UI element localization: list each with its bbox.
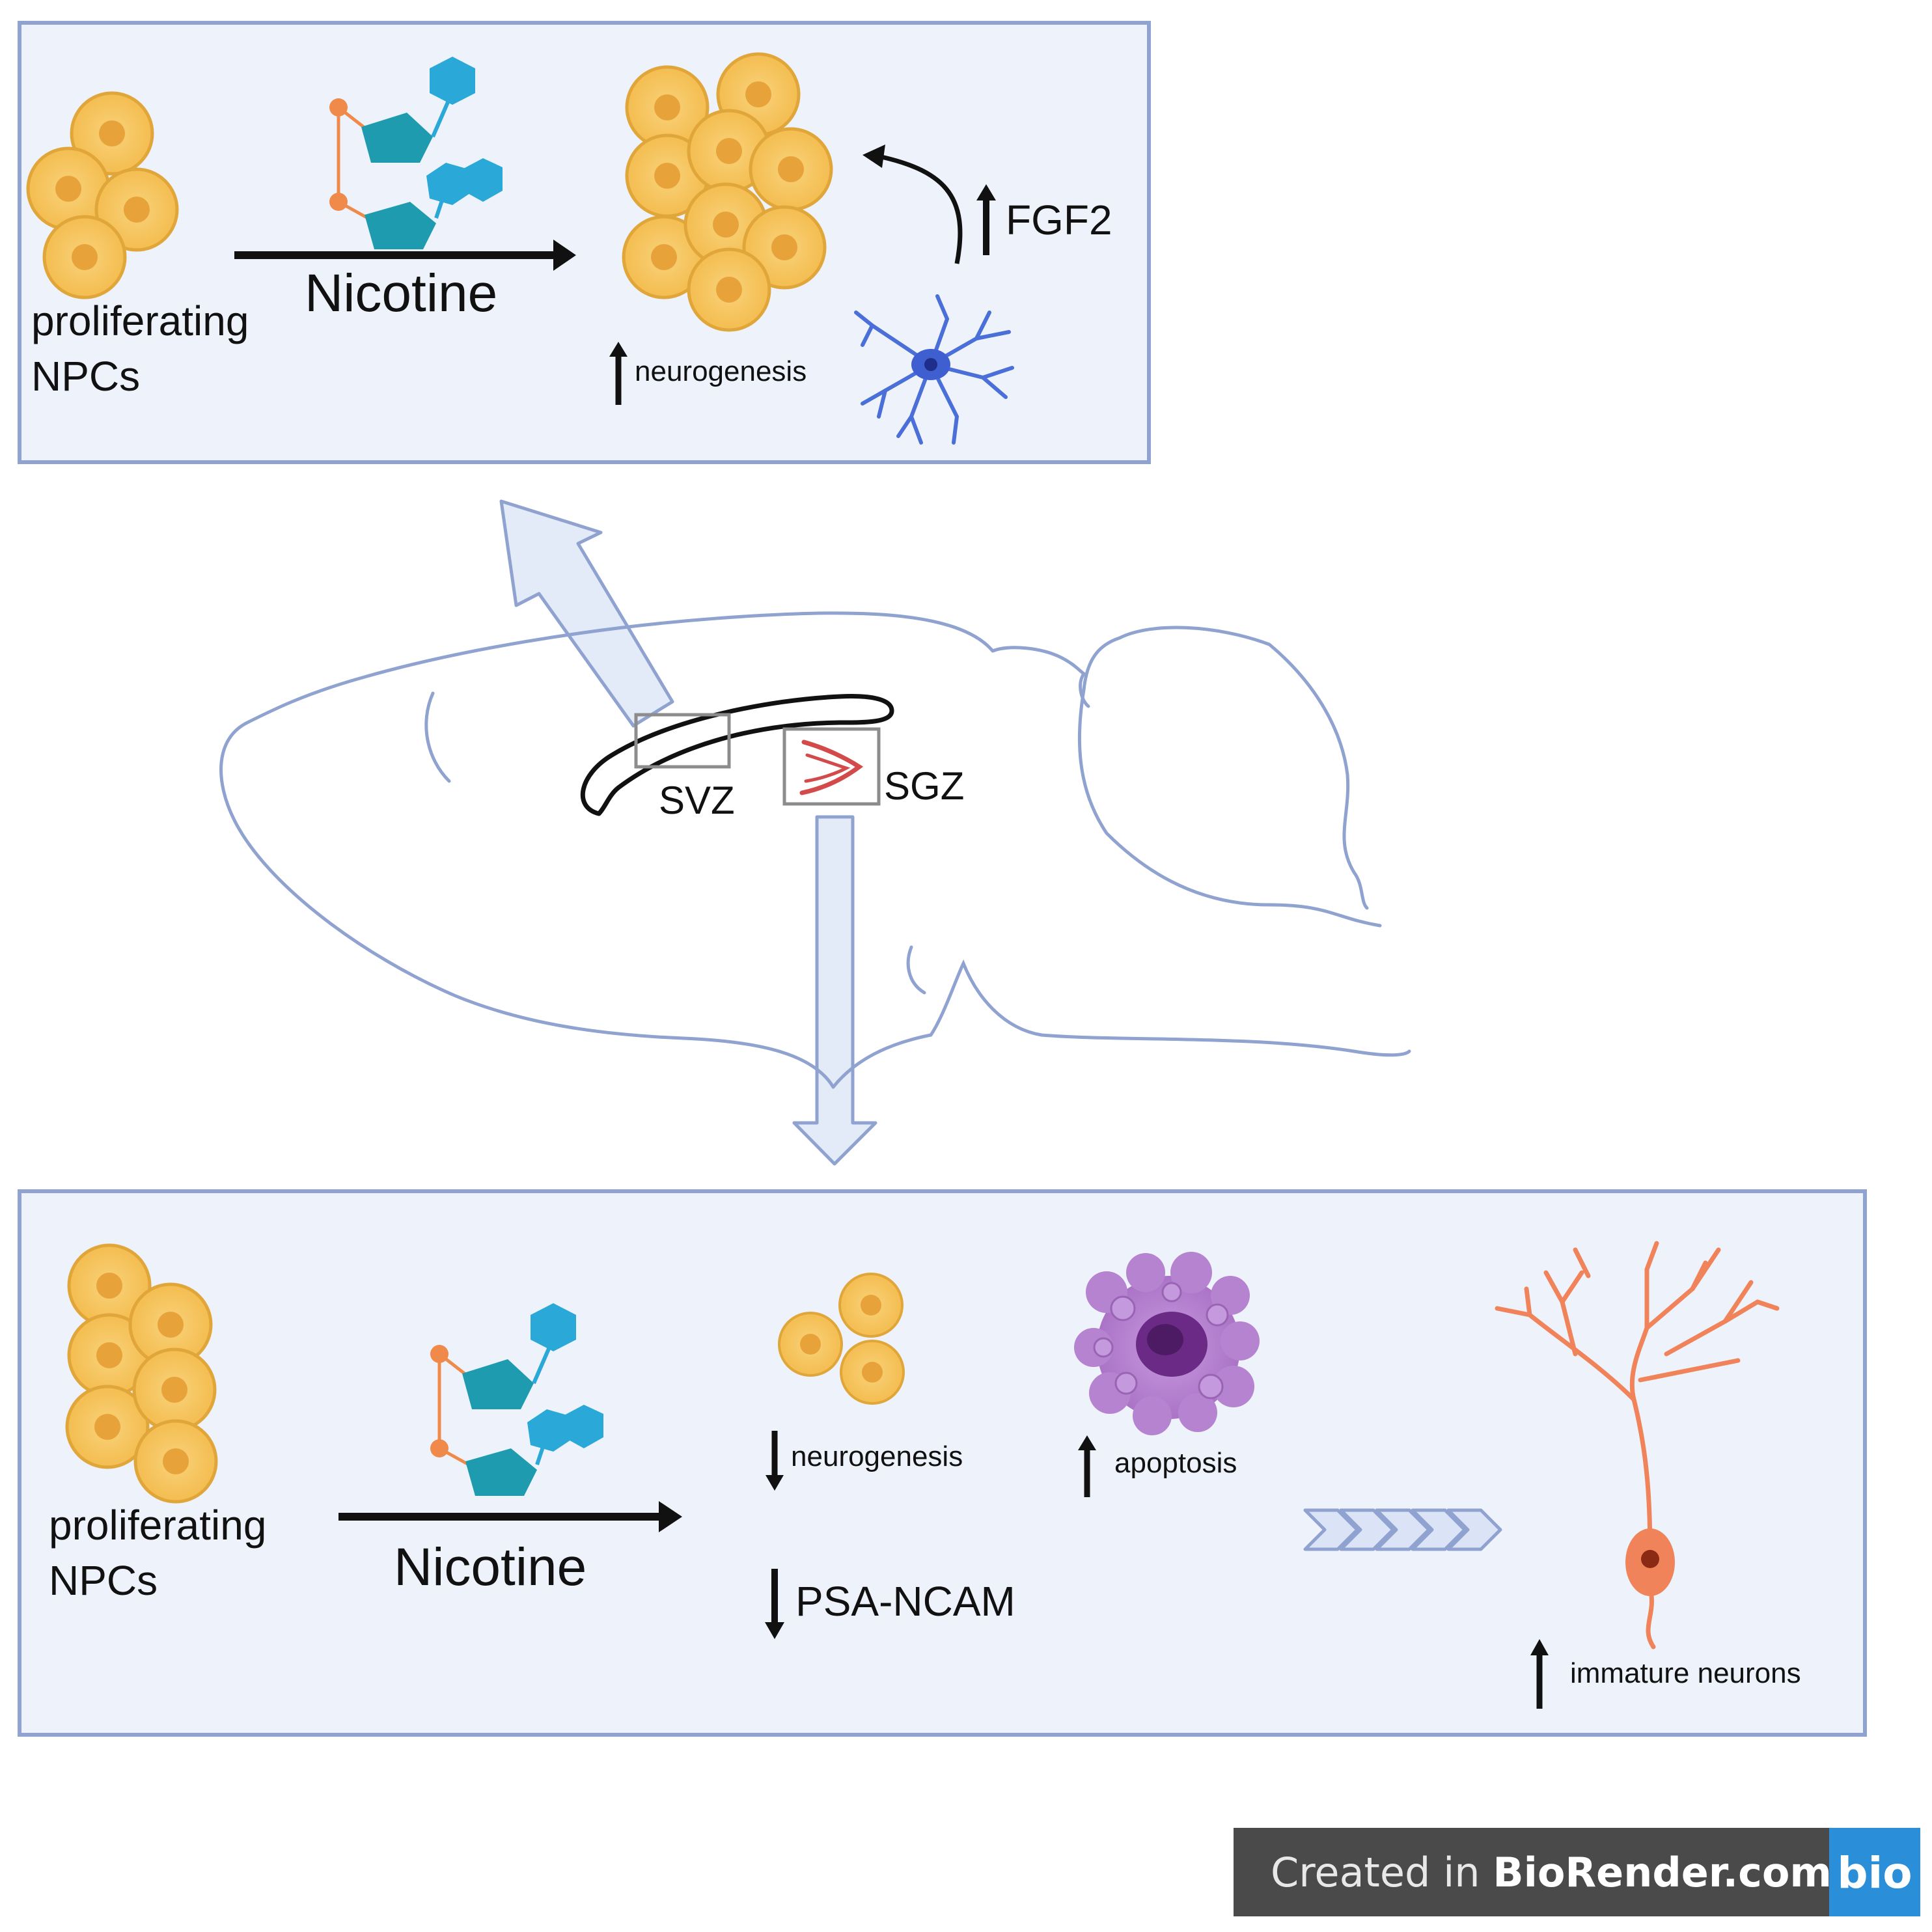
svz-region-box	[634, 713, 731, 769]
bottom-drug-label: Nicotine	[394, 1538, 586, 1597]
fgf2-up-arrow	[976, 184, 996, 255]
apoptosis-up-arrow	[1078, 1435, 1096, 1497]
psa-ncam-label: PSA-NCAM	[795, 1578, 1015, 1625]
svg-text:Created in BioRender.com: Created in BioRender.com	[1271, 1849, 1832, 1896]
growth-factor-label: FGF2	[1006, 197, 1112, 243]
brain-outline	[219, 611, 1411, 1089]
badge-background	[1234, 1828, 1832, 1916]
badge-logo-box	[1829, 1828, 1920, 1916]
sgz-region-box	[782, 727, 881, 806]
bottom-cells-label-line1: proliferating	[49, 1502, 266, 1549]
lateral-ventricle	[580, 694, 894, 816]
bottom-panel-frame	[18, 1189, 1867, 1737]
apoptosis-label: apoptosis	[1114, 1447, 1237, 1479]
apoptotic-cell-icon	[1074, 1252, 1260, 1435]
bottom-panel: proliferating NPCs Nicotine neurogenesis	[18, 1189, 1867, 1737]
top-panel: proliferating NPCs Nicotine neurogenesis	[18, 21, 1151, 464]
immature-neurons-up-arrow	[1530, 1639, 1549, 1709]
top-treatment-arrow	[234, 240, 576, 271]
top-cells-label-line1: proliferating	[31, 297, 249, 344]
psa-down-arrow	[765, 1569, 784, 1639]
badge-prefix: Created in	[1271, 1849, 1493, 1896]
bottom-cells-label-line2: NPCs	[49, 1557, 158, 1604]
down-connector-arrow	[792, 815, 877, 1166]
badge-logo: bio	[1837, 1848, 1912, 1898]
sgz-label: SGZ	[884, 764, 964, 808]
neurogenesis-down-arrow	[766, 1431, 784, 1491]
svz-label: SVZ	[659, 779, 735, 822]
immature-neuron-icon	[1495, 1241, 1780, 1649]
top-neurogenesis-up-arrow	[609, 342, 628, 405]
chevrons-icon	[1303, 1508, 1502, 1551]
bottom-neurogenesis-label: neurogenesis	[791, 1441, 963, 1472]
top-drug-label: Nicotine	[305, 264, 497, 323]
top-outcome-label: neurogenesis	[635, 355, 807, 387]
top-cells-label-line2: NPCs	[31, 353, 140, 400]
top-panel-frame	[18, 21, 1151, 464]
badge-brand: BioRender.com	[1493, 1849, 1832, 1896]
bottom-treatment-arrow	[338, 1501, 682, 1532]
up-connector-arrow	[499, 499, 674, 728]
immature-neurons-label: immature neurons	[1570, 1657, 1801, 1689]
biorender-badge: Created in BioRender.com bio	[1234, 1828, 1920, 1916]
astrocyte-icon	[854, 145, 1014, 445]
